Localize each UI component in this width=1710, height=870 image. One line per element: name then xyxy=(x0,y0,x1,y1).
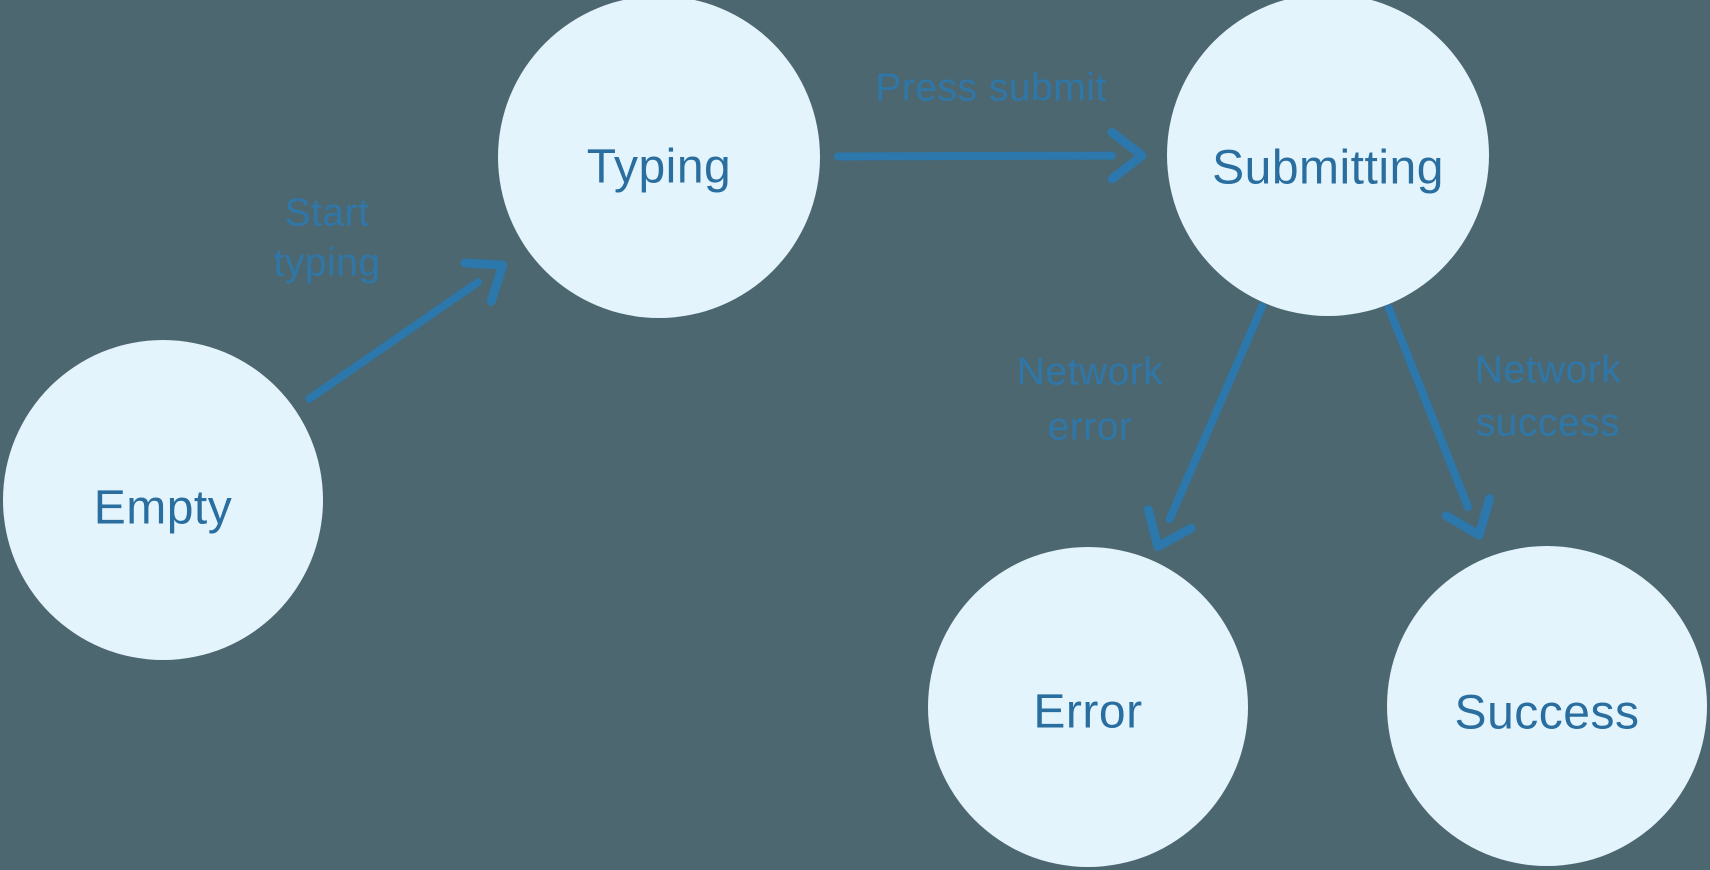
state-node-submitting xyxy=(1167,0,1489,316)
edge-empty-to-typing xyxy=(305,258,508,403)
state-node-label-success: Success xyxy=(1455,687,1640,740)
arrowhead-icon xyxy=(1107,127,1147,184)
edge-label-empty-to-typing-line-0: Start xyxy=(285,192,370,235)
arrowhead-icon xyxy=(1441,494,1495,540)
edge-label-submitting-to-error-line-1: error xyxy=(1048,406,1133,449)
edge-label-typing-to-submitting-line-0: Press submit xyxy=(875,67,1106,110)
edge-typing-to-submitting xyxy=(833,127,1147,184)
edge-submitting-to-success xyxy=(1384,304,1495,540)
edge-line-empty-to-typing xyxy=(305,278,483,403)
edge-label-submitting-to-error-line-0: Network xyxy=(1017,351,1164,394)
edge-line-typing-to-submitting xyxy=(833,151,1116,161)
state-node-label-submitting: Submitting xyxy=(1212,142,1444,195)
state-node-label-typing: Typing xyxy=(587,141,731,194)
state-node-label-empty: Empty xyxy=(94,482,233,535)
state-node-label-error: Error xyxy=(1033,686,1142,739)
edge-line-submitting-to-error xyxy=(1165,302,1267,524)
state-node-typing xyxy=(498,0,820,318)
state-node-empty xyxy=(3,340,323,660)
arrowhead-icon xyxy=(460,258,508,306)
edge-line-submitting-to-success xyxy=(1384,304,1472,512)
state-node-success xyxy=(1387,546,1707,866)
edge-label-empty-to-typing-line-1: typing xyxy=(273,242,380,285)
edges-layer xyxy=(305,127,1495,552)
arrowhead-icon xyxy=(1143,505,1196,552)
edge-submitting-to-error xyxy=(1143,302,1267,552)
edge-label-submitting-to-success-line-1: success xyxy=(1476,402,1620,445)
state-node-error xyxy=(928,547,1248,867)
edge-label-submitting-to-success-line-0: Network xyxy=(1475,349,1622,392)
